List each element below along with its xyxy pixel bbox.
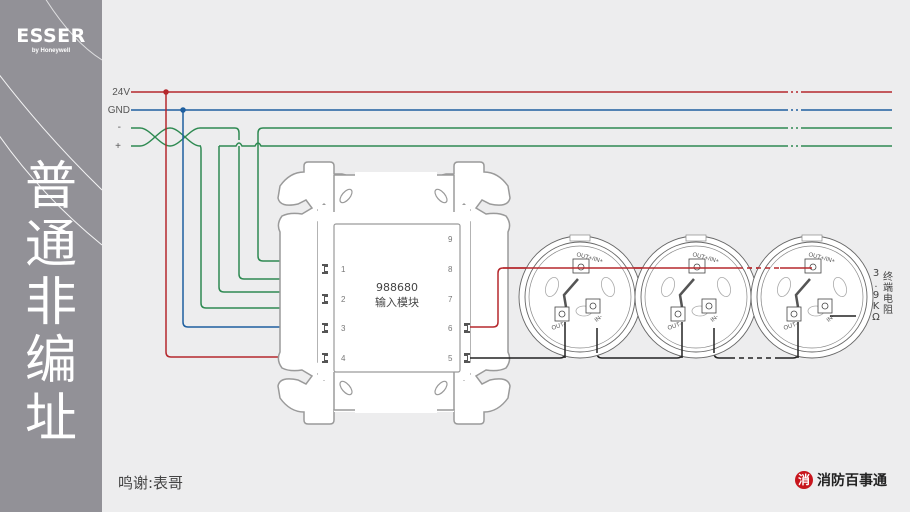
detector-bases: OUT+/IN+OUT-IN-OUT+/IN+OUT-IN-OUT+/IN+OU… <box>503 234 874 359</box>
terminal-screw-icon <box>804 258 822 274</box>
detector-label-in: IN- <box>594 314 604 324</box>
terminal-screw-icon <box>464 323 470 333</box>
terminal-screw-icon <box>322 294 328 304</box>
credit-text: 鸣谢:表哥 <box>118 474 184 492</box>
terminal-label: 8 <box>448 265 453 274</box>
drop-24v <box>163 89 318 358</box>
terminal-screw-icon <box>786 306 802 322</box>
resistor-value: K <box>873 301 880 312</box>
terminal-label: 1 <box>341 265 346 274</box>
terminal-screw-icon <box>701 298 717 314</box>
detector-label-in: IN- <box>826 314 836 324</box>
terminal-screw-icon <box>572 258 590 274</box>
terminal-label: 2 <box>341 295 346 304</box>
terminal-label: 4 <box>341 354 346 363</box>
detector-label-in: IN- <box>710 314 720 324</box>
vertical-title: 普 通 非 编 址 <box>0 158 102 448</box>
terminal-screw-icon <box>817 298 833 314</box>
drop-gnd <box>180 107 318 328</box>
title-char: 普 <box>24 157 77 217</box>
terminals-right <box>464 323 470 363</box>
terminal-screw-icon <box>322 264 328 274</box>
terminal-screw-icon <box>554 306 570 322</box>
detector-label-out: OUT- <box>667 321 683 332</box>
terminal-screw-icon <box>322 323 328 333</box>
terminal-label: 3 <box>341 324 346 333</box>
brand-sub: by Honeywell <box>31 48 71 54</box>
terminal-label: 6 <box>448 324 453 333</box>
resistor-value: Ω <box>872 312 880 323</box>
terminal-screw-icon <box>464 353 470 363</box>
terminal-screw-icon <box>670 306 686 322</box>
terminal-screw-icon <box>688 258 706 274</box>
title-char: 非 <box>24 273 77 333</box>
terminal-label: 9 <box>448 235 453 244</box>
sidebar: ESSER by Honeywell 普 通 非 编 址 <box>0 0 102 512</box>
detector-base: OUT+/IN+OUT-IN- <box>750 234 874 359</box>
brand-name: ESSER <box>16 25 86 47</box>
terminal-screw-icon <box>322 353 328 363</box>
terminal-label: 5 <box>448 354 453 363</box>
bus-plus <box>131 127 892 147</box>
resistor-label: 电 <box>883 292 893 305</box>
resistor-value: 3 <box>873 268 879 279</box>
footer-logo: 消 消防百事通 <box>795 470 887 490</box>
title-char: 编 <box>24 331 77 391</box>
detector-label-out: OUT- <box>551 321 567 332</box>
module-model: 988680 <box>376 281 418 294</box>
resistor-label: 终 <box>883 270 893 283</box>
terminal-label: 7 <box>448 295 453 304</box>
detector-base: OUT+/IN+OUT-IN- <box>518 234 642 359</box>
module-name: 输入模块 <box>375 295 419 309</box>
label-24v: 24V <box>112 87 130 98</box>
brand-logo: ESSER by Honeywell <box>0 26 102 56</box>
terminals-left <box>322 264 328 363</box>
module-body <box>333 223 461 373</box>
decorative-arcs <box>0 0 102 246</box>
terminal-screw-icon <box>585 298 601 314</box>
title-char: 通 <box>24 215 77 275</box>
label-minus: - <box>118 122 121 133</box>
label-gnd: GND <box>108 105 130 116</box>
resistor-label: 阻 <box>883 304 893 316</box>
resistor-value: . <box>874 279 877 290</box>
resistor-value: 9 <box>873 290 879 301</box>
detector-label-out: OUT- <box>783 321 799 332</box>
title-char: 址 <box>24 389 77 449</box>
detector-base: OUT+/IN+OUT-IN- <box>634 234 758 359</box>
logo-text: 消防百事通 <box>817 473 887 489</box>
label-plus: + <box>115 141 121 152</box>
bus-minus <box>131 127 892 152</box>
resistor-label: 端 <box>883 281 893 294</box>
logo-icon: 消 <box>795 471 813 489</box>
